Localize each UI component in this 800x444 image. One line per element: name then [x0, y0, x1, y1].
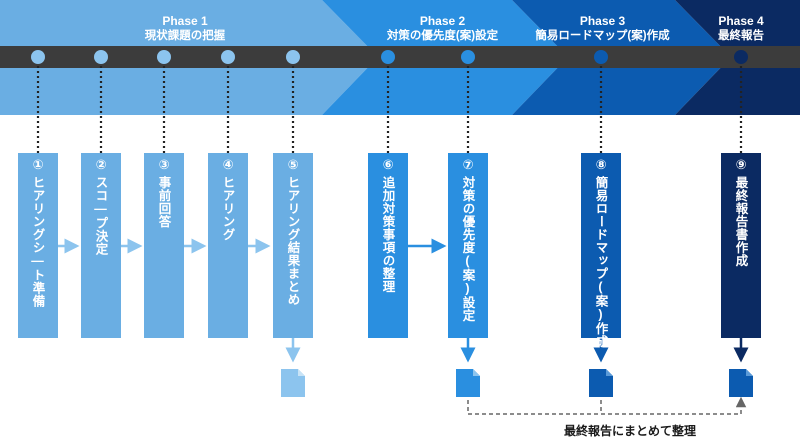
phase-2-name: Phase 2	[419, 14, 466, 28]
phase-1-title: Phase 1 現状課題の把握	[110, 14, 260, 43]
document-icon-1	[281, 369, 305, 397]
phase-4-name: Phase 4	[718, 14, 764, 28]
step-7-label: 対策の優先度(案)設定	[460, 176, 475, 322]
phase-2-title: Phase 2 対策の優先度(案)設定	[355, 14, 530, 43]
milestone-dot-4	[221, 50, 235, 64]
phase-3-subtitle: 簡易ロードマップ(案)作成	[535, 30, 670, 42]
step-5-label: ヒアリング結果まとめ	[285, 176, 300, 306]
step-8-number: ⑧	[595, 157, 607, 172]
consolidation-connector	[467, 396, 747, 415]
milestone-dot-1	[31, 50, 45, 64]
timeline-bar	[0, 46, 800, 68]
step-3: ③ 事前回答	[144, 153, 184, 338]
step-9-number: ⑨	[735, 157, 747, 172]
step-9-label: 最終報告書作成	[733, 176, 748, 267]
milestone-dot-3	[157, 50, 171, 64]
step-1: ① ヒアリングシ—ト準備	[18, 153, 58, 338]
milestone-dot-5	[286, 50, 300, 64]
milestone-dot-9	[734, 50, 748, 64]
step-7-number: ⑦	[462, 157, 474, 172]
step-4-number: ④	[222, 157, 234, 172]
document-icon-4	[729, 369, 753, 397]
step-1-number: ①	[32, 157, 44, 172]
down-arrows	[285, 338, 749, 363]
step-8-label: 簡易ロードマップ(案)作成	[593, 176, 608, 348]
step-2: ② スコ—プ決定	[81, 153, 121, 338]
step-6-label: 追加対策事項の整理	[380, 176, 395, 293]
milestone-dot-7	[461, 50, 475, 64]
phase-2-subtitle: 対策の優先度(案)設定	[386, 30, 499, 42]
step-4-label: ヒアリング	[220, 176, 235, 241]
milestone-dot-8	[594, 50, 608, 64]
step-3-number: ③	[158, 157, 170, 172]
step-6: ⑥ 追加対策事項の整理	[368, 153, 408, 338]
step-4: ④ ヒアリング	[208, 153, 248, 338]
phase-3-title: Phase 3 簡易ロードマップ(案)作成	[525, 14, 680, 43]
phase-1-name: Phase 1	[162, 14, 208, 28]
step-3-label: 事前回答	[156, 176, 171, 228]
step-1-label: ヒアリングシ—ト準備	[30, 176, 45, 308]
phase-1-subtitle: 現状課題の把握	[144, 30, 226, 42]
document-icon-3	[589, 369, 613, 397]
step-6-number: ⑥	[382, 157, 394, 172]
document-icon-2	[456, 369, 480, 397]
step-5-number: ⑤	[287, 157, 299, 172]
step-2-label: スコ—プ決定	[93, 176, 108, 256]
step-2-number: ②	[95, 157, 107, 172]
step-7: ⑦ 対策の優先度(案)設定	[448, 153, 488, 338]
consolidation-caption: 最終報告にまとめて整理	[563, 424, 696, 438]
milestone-dot-2	[94, 50, 108, 64]
phase-4-subtitle: 最終報告	[718, 30, 764, 42]
step-5: ⑤ ヒアリング結果まとめ	[273, 153, 313, 338]
phase-4-title: Phase 4 最終報告	[695, 14, 787, 43]
step-9: ⑨ 最終報告書作成	[721, 153, 761, 338]
milestone-dot-6	[381, 50, 395, 64]
milestone-dots	[31, 50, 748, 64]
step-8: ⑧ 簡易ロードマップ(案)作成	[581, 153, 621, 348]
phase-3-name: Phase 3	[579, 14, 626, 28]
